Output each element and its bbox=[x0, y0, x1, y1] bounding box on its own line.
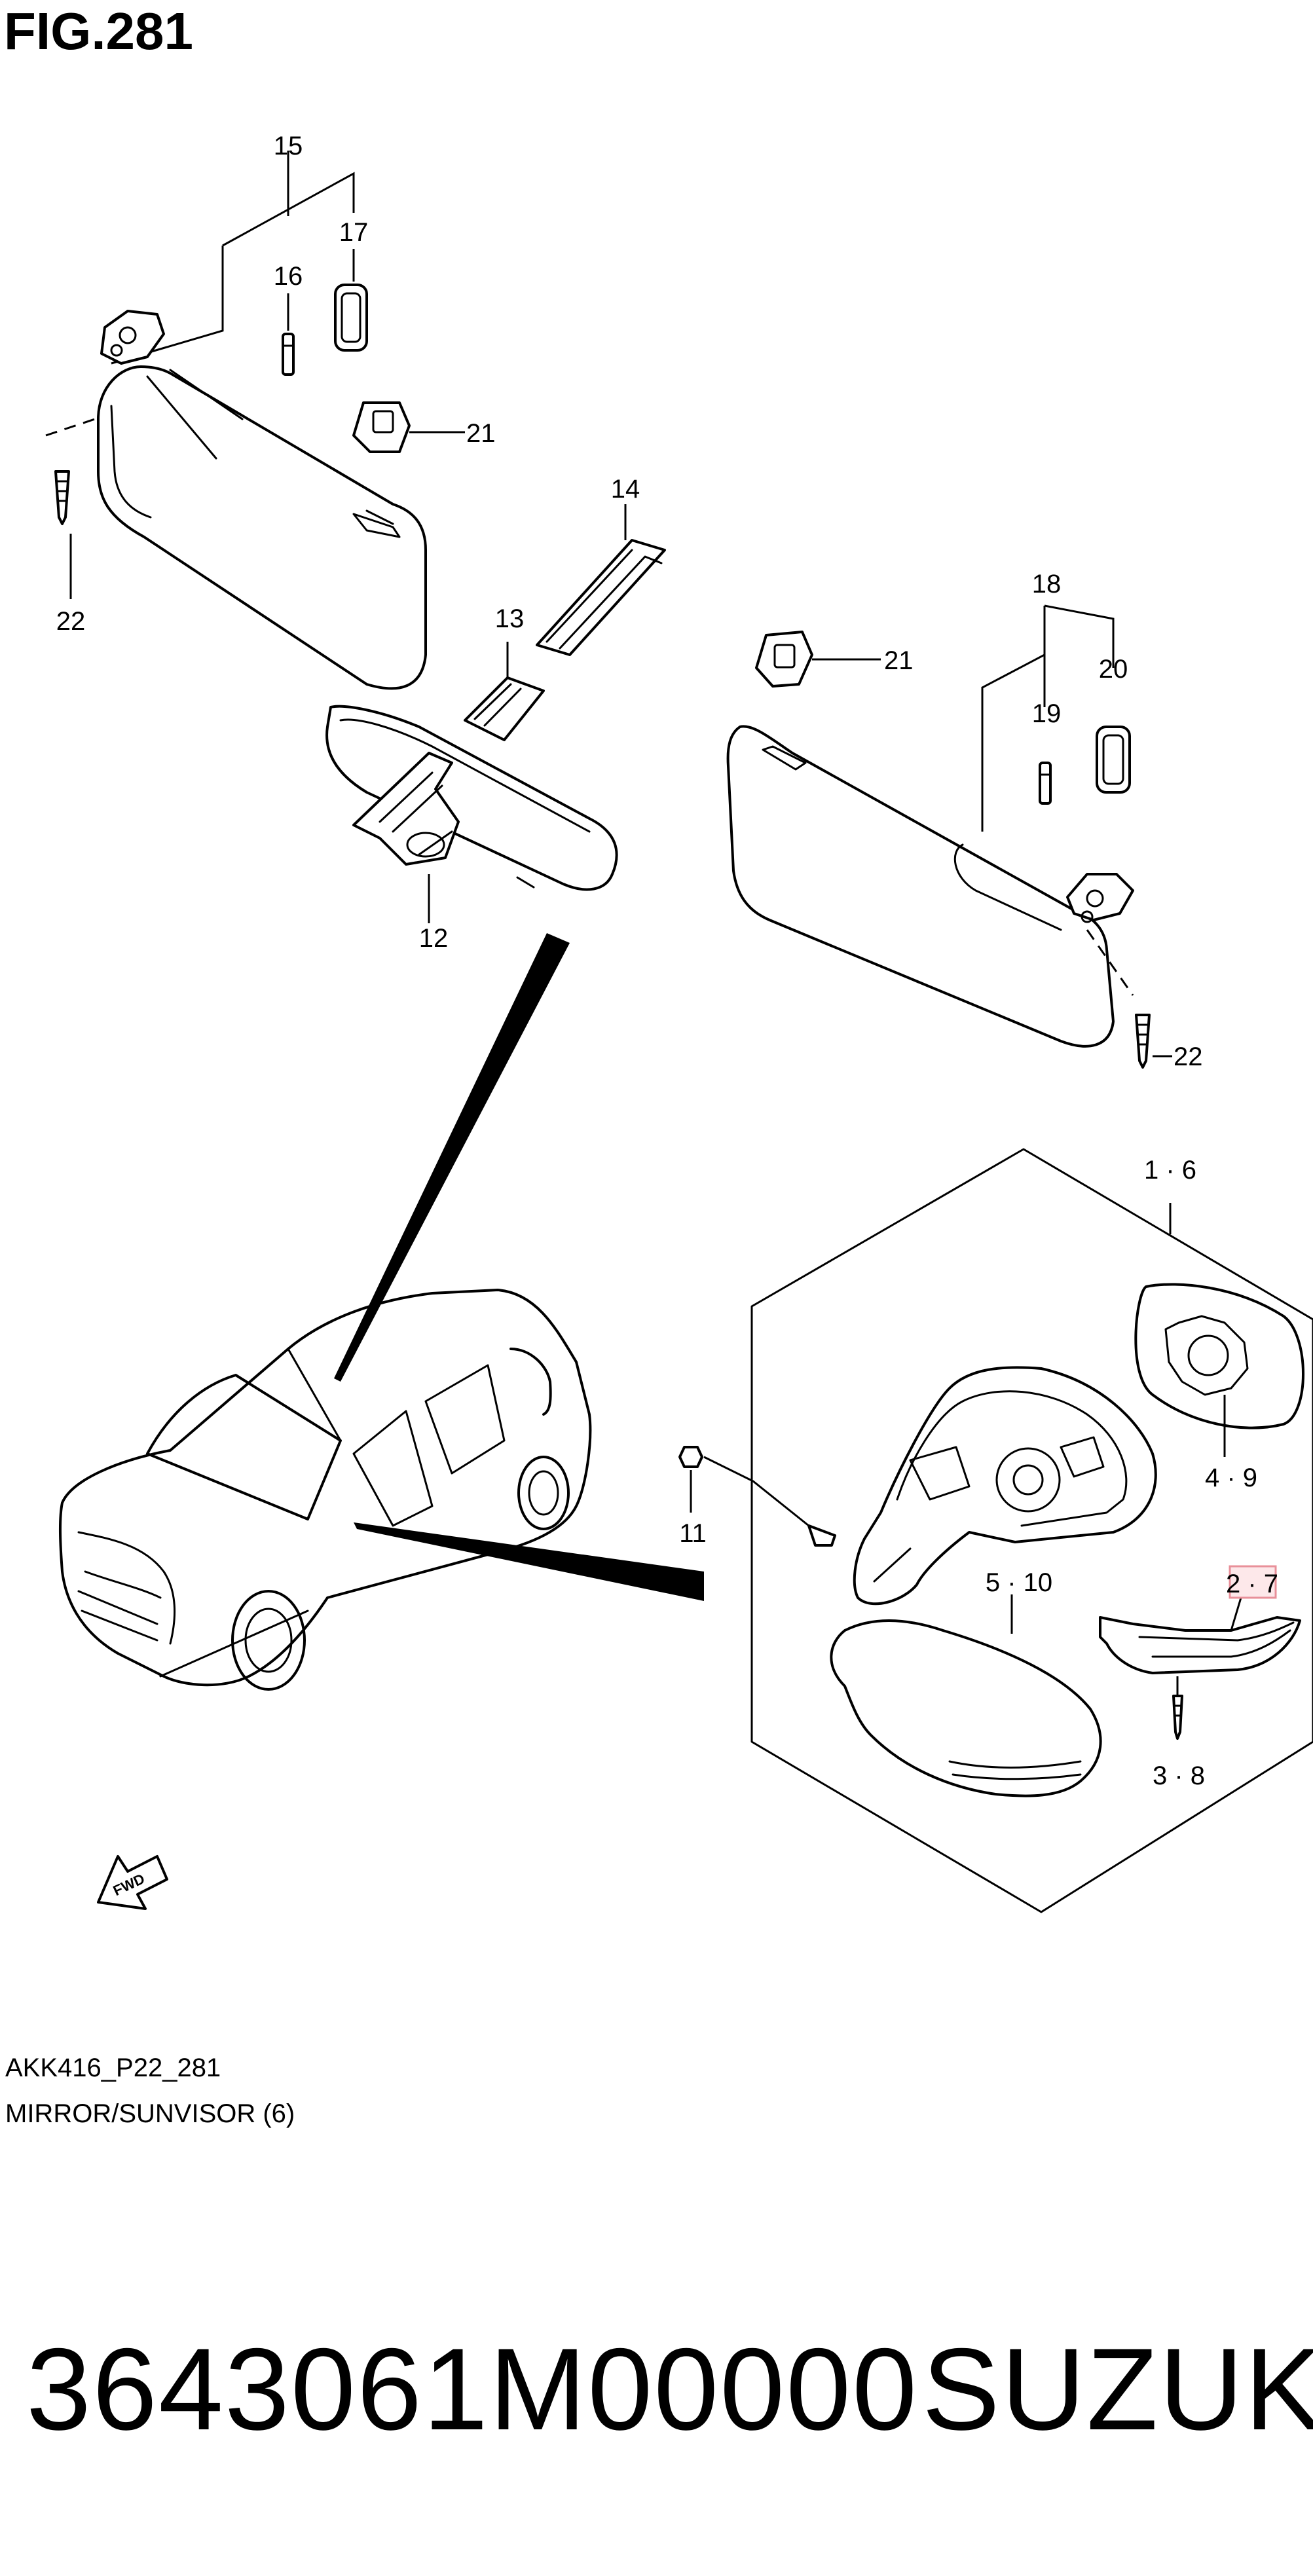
callout-19: 19 bbox=[1032, 699, 1062, 728]
callout-5-10: 5 · 10 bbox=[986, 1568, 1052, 1597]
holder-21-right bbox=[755, 631, 813, 688]
screw-22-right bbox=[1135, 1014, 1151, 1069]
callout-4-9: 4 · 9 bbox=[1205, 1463, 1257, 1492]
callout-12: 12 bbox=[419, 924, 449, 953]
figure-title: FIG.281 bbox=[4, 2, 194, 60]
right-sunvisor bbox=[726, 725, 1115, 1048]
callout-21-right: 21 bbox=[884, 646, 914, 675]
vehicle-illustration bbox=[58, 1289, 704, 1691]
grommet-11 bbox=[678, 1446, 703, 1468]
left-sunvisor-group bbox=[45, 151, 465, 690]
visor-hinge-clip-right bbox=[1066, 873, 1134, 921]
right-sunvisor-group bbox=[726, 604, 1172, 1069]
callout-highlight-2-7 bbox=[1229, 1565, 1277, 1599]
screw-3-8 bbox=[1172, 1695, 1183, 1740]
brand-name: SUZUKI bbox=[922, 2324, 1313, 2454]
mirror-cover-group bbox=[325, 504, 666, 1382]
pin-16 bbox=[282, 333, 295, 376]
callout-15: 15 bbox=[274, 132, 303, 160]
callout-14: 14 bbox=[611, 475, 640, 504]
callout-16: 16 bbox=[274, 262, 303, 291]
car-body bbox=[58, 1289, 592, 1687]
callout-20: 20 bbox=[1099, 655, 1128, 684]
mirror-cover bbox=[830, 1619, 1102, 1797]
inside-mirror-12 bbox=[325, 705, 618, 891]
detail-frame bbox=[750, 1148, 1313, 1913]
mirror-housing bbox=[853, 1366, 1157, 1606]
callout-11: 11 bbox=[679, 1519, 707, 1548]
figure-caption: MIRROR/SUNVISOR (6) bbox=[5, 2099, 295, 2128]
cap-20 bbox=[1096, 726, 1131, 794]
cover-13 bbox=[464, 676, 545, 741]
visor-hinge-clip bbox=[100, 310, 165, 365]
callout-labels: 15 16 17 21 22 14 13 12 18 21 20 19 22 1… bbox=[56, 132, 1278, 1790]
callout-13: 13 bbox=[495, 604, 525, 633]
left-sunvisor bbox=[97, 365, 427, 690]
callout-3-8: 3 · 8 bbox=[1153, 1761, 1205, 1790]
figure-code: AKK416_P22_281 bbox=[5, 2053, 221, 2082]
callout-2-7: 2 · 7 bbox=[1226, 1570, 1278, 1598]
callout-17: 17 bbox=[339, 218, 369, 247]
screw-22-left bbox=[54, 470, 70, 525]
callout-22-right: 22 bbox=[1174, 1042, 1203, 1071]
pin-19 bbox=[1039, 762, 1052, 805]
callout-18: 18 bbox=[1032, 570, 1062, 598]
outside-mirror-group bbox=[678, 1148, 1313, 1913]
mirror-glass bbox=[1134, 1283, 1304, 1429]
callout-22-left: 22 bbox=[56, 607, 86, 636]
callout-21-left: 21 bbox=[466, 419, 496, 448]
forward-arrow-icon: FWD bbox=[97, 1855, 168, 1910]
cap-17 bbox=[334, 284, 368, 352]
mirror-mount bbox=[352, 752, 460, 866]
holder-21-left bbox=[352, 401, 411, 453]
callout-1-6: 1 · 6 bbox=[1144, 1156, 1196, 1185]
turn-signal-lamp bbox=[1099, 1616, 1301, 1674]
part-number: 3643061M00000 bbox=[26, 2324, 919, 2454]
